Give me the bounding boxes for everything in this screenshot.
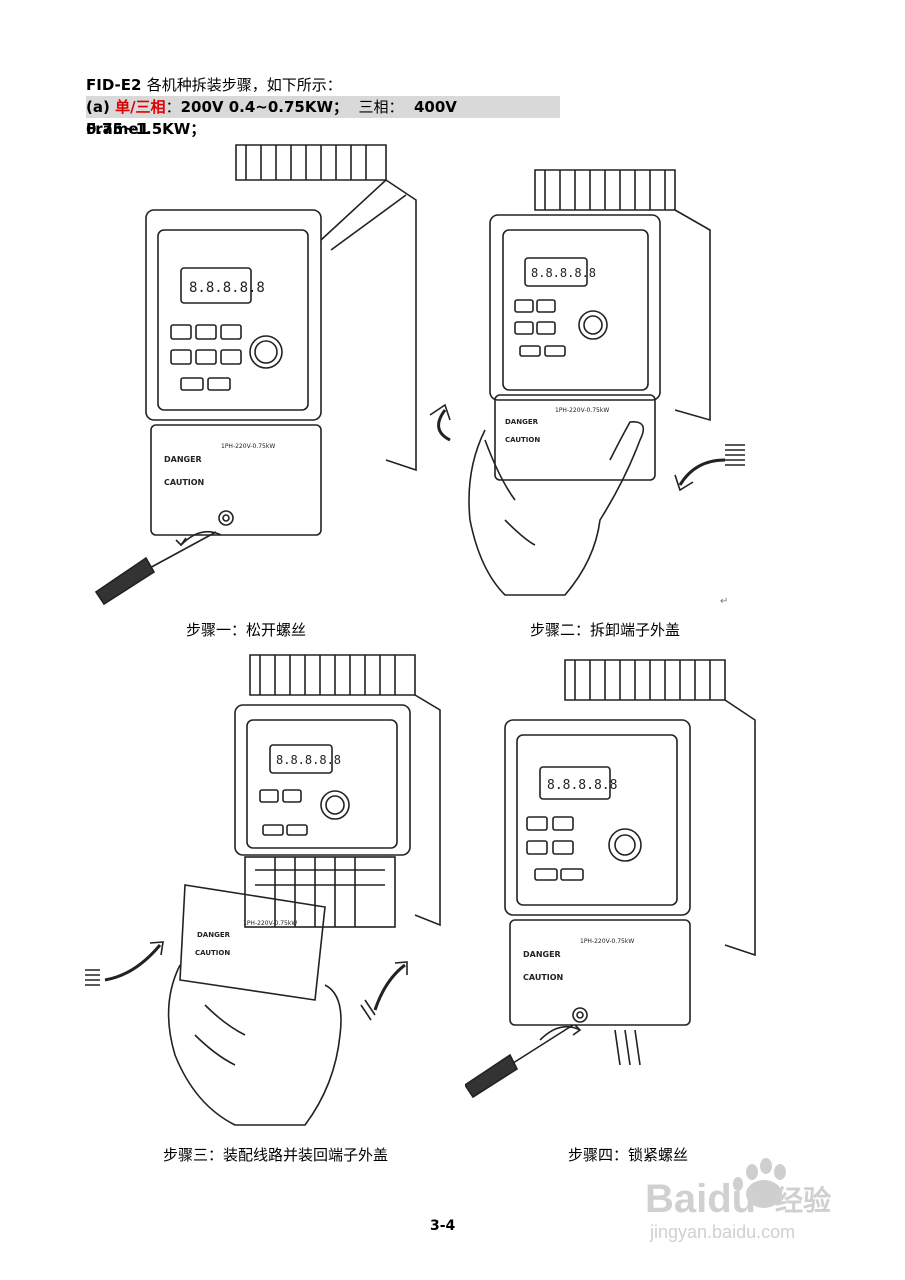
baidu-watermark: Baidu 经验 jingyan.baidu.com <box>645 1158 831 1242</box>
caution-label: CAUTION <box>164 478 204 487</box>
svg-text:8.8.8.8.8: 8.8.8.8.8 <box>189 280 265 296</box>
model-name: FID-E2 <box>86 76 142 94</box>
title-text: 各机种拆装步骤，如下所示： <box>146 76 342 94</box>
svg-text:1PH-220V-0.75kW: 1PH-220V-0.75kW <box>243 920 297 927</box>
watermark-brand-cn: 经验 <box>775 1184 831 1217</box>
variant-prefix: (a) <box>86 98 110 116</box>
variant-phase: 单/三相 <box>115 98 166 116</box>
variant-400v: 400V 0.75~1.5KW； <box>86 98 457 138</box>
svg-text:8.8.8.8.8: 8.8.8.8.8 <box>276 753 341 767</box>
svg-text:CAUTION: CAUTION <box>523 973 563 982</box>
step2-illustration: 8.8.8.8.8 1PH-220V-0.75kW DANGER CAUTION <box>429 169 745 596</box>
svg-text:DANGER: DANGER <box>523 950 561 959</box>
svg-text:1PH-220V-0.75kW: 1PH-220V-0.75kW <box>580 938 634 945</box>
danger-label: DANGER <box>164 455 202 464</box>
step3-illustration: 8.8.8.8.8 1PH-220V-0.75kW DANGER CAUTION <box>85 654 441 1126</box>
page-number: 3-4 <box>430 1218 456 1234</box>
variant-200v: 200V 0.4~0.75KW； <box>180 98 349 116</box>
svg-text:8.8.8.8.8: 8.8.8.8.8 <box>531 266 596 280</box>
step1-caption: 步骤一：松开螺丝 <box>186 621 307 639</box>
watermark-url: jingyan.baidu.com <box>649 1222 795 1242</box>
cursor-mark: ↵ <box>720 596 729 607</box>
svg-text:DANGER: DANGER <box>505 418 539 426</box>
svg-text:CAUTION: CAUTION <box>505 436 540 444</box>
step1-illustration: 8.8.8.8.8 1PH-220V-0.75kW DANGER CAUTION <box>94 144 417 606</box>
frame-label: Frame1 <box>86 120 150 138</box>
paw-icon <box>733 1158 786 1208</box>
svg-text:1PH-220V-0.75kW: 1PH-220V-0.75kW <box>555 407 609 414</box>
variant-separator: ： <box>165 98 181 116</box>
step4-illustration: 8.8.8.8.8 1PH-220V-0.75kW DANGER CAUTION <box>465 659 756 1099</box>
step2-caption: 步骤二：拆卸端子外盖 <box>530 621 681 639</box>
rating-label: 1PH-220V-0.75kW <box>221 443 275 450</box>
variant-line: (a) 单/三相：200V 0.4~0.75KW； 三相： 400V 0.75~… <box>86 96 560 138</box>
svg-text:CAUTION: CAUTION <box>195 949 230 957</box>
document-title: FID-E2 各机种拆装步骤，如下所示： <box>86 74 342 95</box>
variant-three-phase: 三相： <box>358 98 404 116</box>
svg-text:DANGER: DANGER <box>197 931 231 939</box>
svg-text:8.8.8.8.8: 8.8.8.8.8 <box>547 778 617 793</box>
watermark-brand: Baidu <box>645 1177 756 1221</box>
step3-caption: 步骤三：装配线路并装回端子外盖 <box>163 1146 389 1164</box>
step4-caption: 步骤四：锁紧螺丝 <box>568 1146 689 1164</box>
